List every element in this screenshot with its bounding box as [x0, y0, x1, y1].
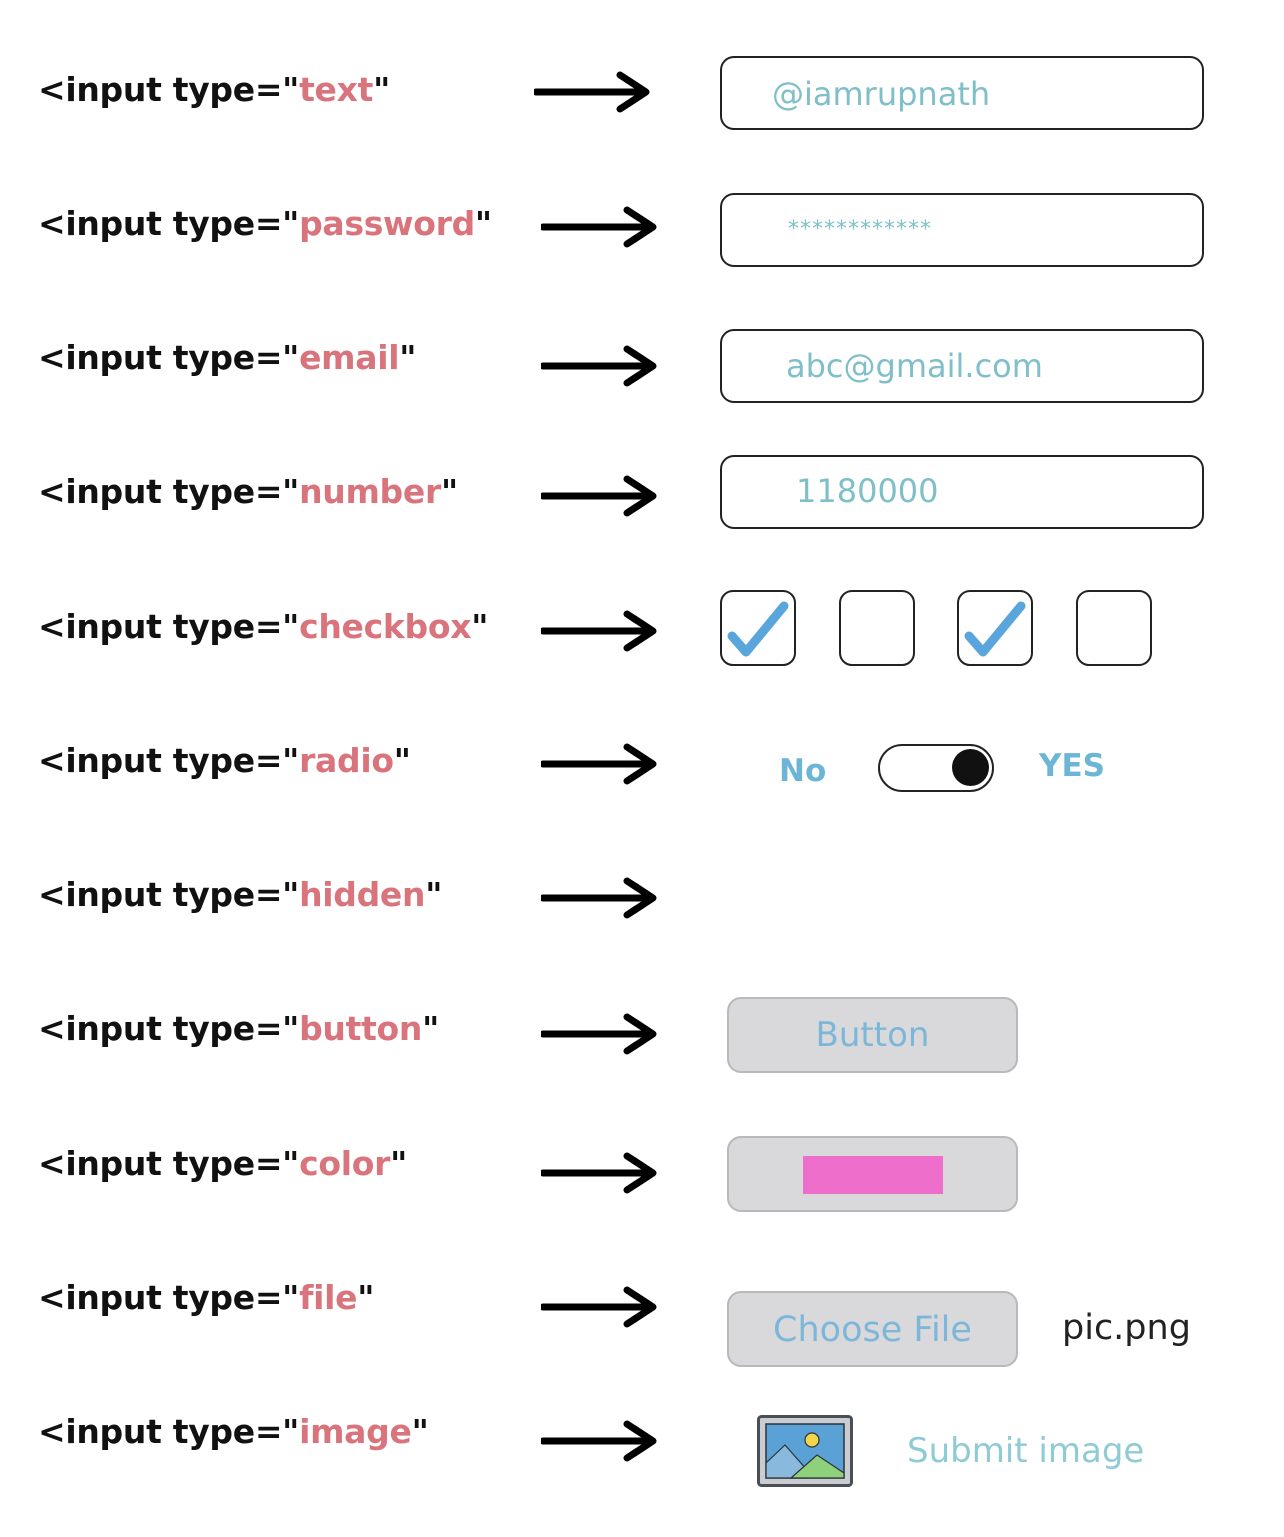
- code-label-password: <input type="password": [38, 204, 492, 243]
- checkbox-1[interactable]: [720, 590, 796, 666]
- color-swatch: [803, 1156, 943, 1194]
- type-keyword: number: [299, 472, 441, 511]
- code-label-color: <input type="color": [38, 1144, 407, 1183]
- right-arrow-icon: [541, 345, 657, 387]
- checkmark-icon: [964, 601, 1026, 657]
- code-label-radio: <input type="radio": [38, 741, 411, 780]
- choose-file-label: Choose File: [773, 1310, 972, 1350]
- file-name: pic.png: [1062, 1308, 1191, 1348]
- right-arrow-icon: [541, 1286, 657, 1328]
- checkbox-2[interactable]: [839, 590, 915, 666]
- type-keyword: image: [299, 1412, 412, 1451]
- right-arrow-icon: [541, 475, 657, 517]
- toggle-on-label: YES: [1039, 748, 1105, 784]
- code-label-file: <input type="file": [38, 1278, 375, 1317]
- password-input[interactable]: ************: [720, 193, 1204, 267]
- code-label-checkbox: <input type="checkbox": [38, 607, 489, 646]
- code-label-hidden: <input type="hidden": [38, 875, 443, 914]
- code-label-text: <input type="text": [38, 70, 391, 109]
- type-keyword: text: [299, 70, 374, 109]
- code-label-number: <input type="number": [38, 472, 458, 511]
- landscape-image-icon[interactable]: [757, 1415, 853, 1487]
- right-arrow-icon: [541, 1420, 657, 1462]
- toggle-knob: [952, 749, 989, 786]
- right-arrow-icon: [541, 743, 657, 785]
- checkmark-icon: [727, 601, 789, 657]
- number-input[interactable]: 1180000: [720, 455, 1204, 529]
- toggle-off-label: No: [779, 753, 827, 789]
- type-keyword: email: [299, 338, 400, 377]
- submit-image-label: Submit image: [907, 1431, 1145, 1471]
- type-keyword: checkbox: [299, 607, 472, 646]
- code-label-email: <input type="email": [38, 338, 417, 377]
- right-arrow-icon: [541, 610, 657, 652]
- right-arrow-icon: [541, 206, 657, 248]
- right-arrow-icon: [541, 877, 657, 919]
- password-input-value: ************: [788, 217, 932, 242]
- right-arrow-icon: [534, 71, 650, 113]
- right-arrow-icon: [541, 1013, 657, 1055]
- demo-button-label: Button: [815, 1015, 930, 1055]
- color-picker[interactable]: [727, 1136, 1018, 1212]
- email-input[interactable]: abc@gmail.com: [720, 329, 1204, 403]
- checkbox-3[interactable]: [957, 590, 1033, 666]
- type-keyword: hidden: [299, 875, 426, 914]
- type-keyword: radio: [299, 741, 394, 780]
- checkbox-4[interactable]: [1076, 590, 1152, 666]
- toggle-switch[interactable]: [878, 744, 994, 792]
- type-keyword: button: [299, 1009, 423, 1048]
- choose-file-button[interactable]: Choose File: [727, 1291, 1018, 1367]
- type-keyword: password: [299, 204, 475, 243]
- code-label-image: <input type="image": [38, 1412, 429, 1451]
- text-input-value: @iamrupnath: [772, 75, 991, 113]
- email-input-value: abc@gmail.com: [786, 347, 1043, 385]
- type-keyword: file: [299, 1278, 358, 1317]
- number-input-value: 1180000: [796, 472, 939, 510]
- type-keyword: color: [299, 1144, 391, 1183]
- text-input[interactable]: @iamrupnath: [720, 56, 1204, 130]
- right-arrow-icon: [541, 1152, 657, 1194]
- demo-button[interactable]: Button: [727, 997, 1018, 1073]
- code-label-button: <input type="button": [38, 1009, 440, 1048]
